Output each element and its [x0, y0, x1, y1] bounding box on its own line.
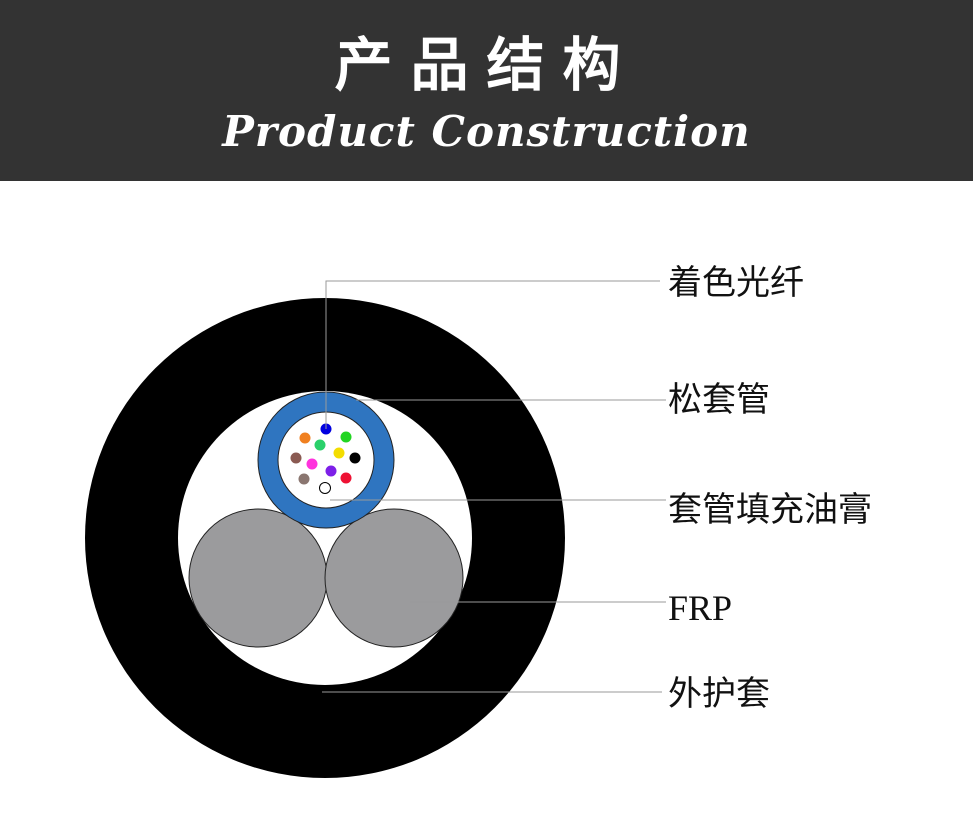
fiber-aqua — [314, 439, 326, 451]
colored-fibers — [290, 423, 361, 494]
label-loose-tube: 松套管 — [668, 380, 770, 420]
label-frp: FRP — [668, 588, 733, 628]
fiber-yellow — [333, 447, 345, 459]
page-subtitle: Product Construction — [222, 107, 751, 156]
frp-rod-right — [324, 508, 464, 648]
label-tube-filling-gel: 套管填充油膏 — [668, 490, 872, 530]
fiber-black — [349, 452, 361, 464]
label-colored-fiber: 着色光纤 — [668, 263, 804, 303]
frp-rod-left — [188, 508, 328, 648]
fiber-violet — [325, 465, 337, 477]
page-title: 产品结构 — [334, 31, 639, 99]
fiber-brown — [290, 452, 302, 464]
fiber-rose — [306, 458, 318, 470]
fiber-slate — [298, 473, 310, 485]
fiber-red — [340, 472, 352, 484]
fiber-white — [319, 482, 331, 494]
label-outer-sheath: 外护套 — [668, 674, 770, 714]
fiber-green — [340, 431, 352, 443]
leader-line-colored-fiber — [325, 280, 660, 429]
header-banner: 产品结构 Product Construction — [0, 0, 973, 181]
fiber-orange — [299, 432, 311, 444]
